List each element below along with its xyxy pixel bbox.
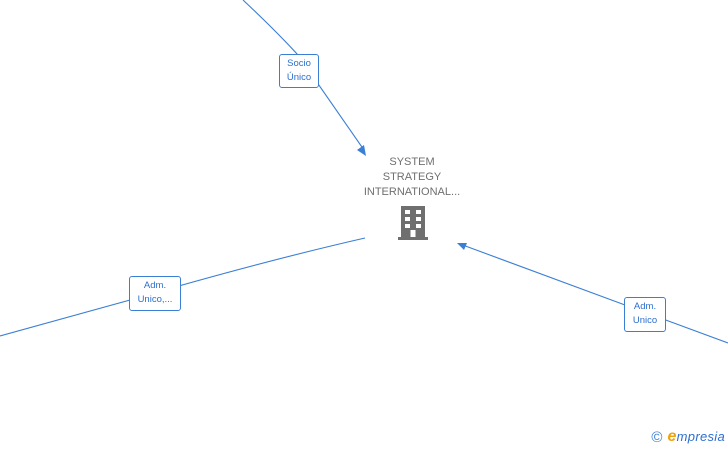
edge-label-right[interactable]: Adm. Unico	[624, 297, 666, 332]
copyright-icon: ©	[651, 428, 663, 446]
edge-left[interactable]	[0, 237, 366, 337]
building-icon[interactable]	[398, 206, 428, 240]
brand-logo[interactable]: empresia	[667, 428, 725, 445]
company-name[interactable]: SYSTEM STRATEGY INTERNATIONAL...	[363, 156, 461, 198]
arrowhead-right	[457, 243, 467, 250]
edge-label-left[interactable]: Adm. Unico,...	[129, 276, 181, 311]
edge-right[interactable]	[459, 243, 728, 344]
arrowhead-top	[357, 145, 366, 156]
edge-label-top[interactable]: Socio Único	[279, 54, 319, 88]
footer: © empresia	[651, 428, 725, 446]
